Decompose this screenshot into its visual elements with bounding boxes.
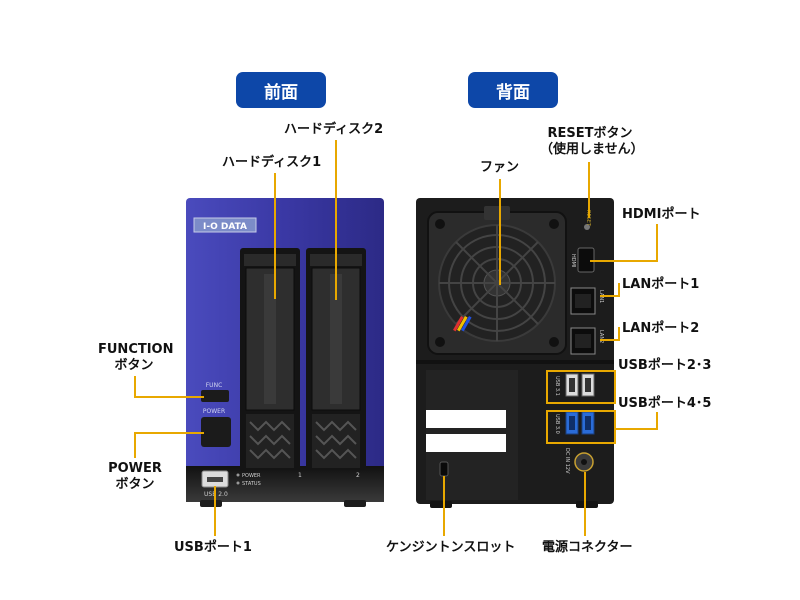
label-usb1: USBポート1 [174,540,252,555]
func-button-label: FUNC [206,382,223,389]
power-button[interactable] [201,417,231,447]
label-reset-line2: （使用しません） [540,142,644,157]
usb45-frame-top [546,410,616,412]
status-led-label: STATUS [242,481,261,487]
label-usb23: USBポート2･3 [618,358,712,373]
usb23-frame-top [546,370,616,372]
label-reset: RESETボタン （使用しません） [540,126,644,158]
bay-2-led-label: 2 [356,472,360,479]
bay-1-led-label: 1 [298,472,302,479]
leader-power-h [134,432,204,434]
front-badge: 前面 [236,72,326,108]
fan [427,206,567,355]
label-power-line1: POWER [108,461,162,476]
leader-dc [584,472,586,536]
power-led-label: POWER [242,473,261,479]
usb45-frame-left [546,410,548,444]
leader-lan2-h [600,339,620,341]
label-power: POWER ボタン [104,461,166,493]
lan-port-2[interactable] [570,327,596,355]
power-button-label: POWER [203,408,225,415]
leader-lan1-h [600,295,620,297]
lan-port-1[interactable] [570,287,596,315]
brand-logo-text: I-O DATA [203,222,247,232]
leader-usb1 [214,486,216,536]
label-hdd2: ハードディスク2 [284,122,384,137]
usb23-frame-right [614,370,616,404]
label-power-line2: ボタン [115,477,155,492]
usb45-frame-bottom [546,442,616,444]
leader-power-v [134,432,136,458]
function-button[interactable] [201,390,229,402]
usb23-frame-left [546,370,548,404]
label-kensington: ケンジントンスロット [386,540,516,555]
label-lan2: LANポート2 [622,321,700,336]
label-function: FUNCTION ボタン [98,342,174,374]
leader-usb45-v [656,412,658,430]
usb23-frame-bottom [546,402,616,404]
leader-hdmi-h [590,260,658,262]
leader-lan1-v [618,283,620,297]
label-fan: ファン [480,160,520,175]
usb45-frame-right [614,410,616,444]
leader-hdmi-v [656,224,658,262]
leader-fan [499,179,501,285]
reset-port-label: RESET [585,210,591,227]
leader-function-h [134,396,204,398]
usb31-port-label: USB 3.1 [554,376,560,396]
usb30-port-label: USB 3.0 [554,414,560,434]
drive-tray-1[interactable] [244,254,296,468]
back-badge: 背面 [468,72,558,108]
label-function-line1: FUNCTION [98,342,174,357]
label-usb45: USBポート4･5 [618,396,712,411]
label-sticker-2 [426,434,506,452]
nas-back-view: RESET HDMI LAN1 LAN2 USB 3.1 USB 3.0 DC … [416,198,614,508]
label-power-connector: 電源コネクター [542,540,633,555]
label-reset-line1: RESETボタン [547,126,633,141]
leader-lan2-v [618,327,620,341]
dc-in-label: DC IN 12V [564,448,570,474]
label-function-line2: ボタン [114,358,154,373]
hdmi-port-label: HDMI [570,254,576,267]
leader-hdd1 [274,173,276,299]
label-lan1: LANポート1 [622,277,700,292]
leader-hdd2 [335,140,337,300]
label-hdmi: HDMIポート [622,207,701,222]
label-sticker-1 [426,410,506,428]
leader-reset [588,162,590,218]
leader-usb45-h [616,428,658,430]
lan2-port-label: LAN2 [598,330,604,343]
leader-kensington [443,476,445,536]
nas-front-view: I-O DATA FUNC POWER USB 2.0 POWER STATUS… [186,198,384,507]
label-hdd1: ハードディスク1 [222,155,322,170]
leader-function-v [134,376,136,398]
kensington-slot[interactable] [439,461,449,477]
reset-button[interactable] [584,224,590,230]
